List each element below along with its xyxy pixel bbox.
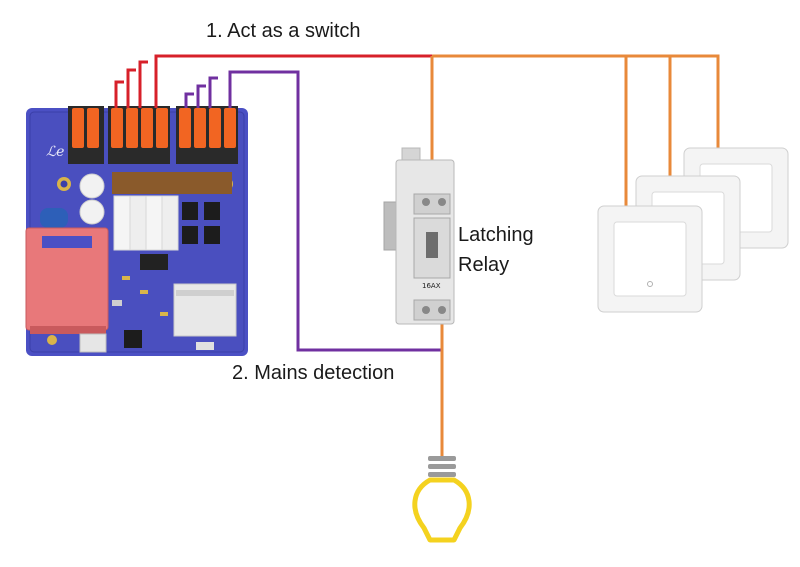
wall-switch-icon (597, 205, 703, 313)
pcb-board-icon: ℒe (25, 106, 248, 356)
load-wires (430, 54, 720, 456)
latching-relay-label: Latching Relay (458, 220, 534, 280)
svg-text:ℒe: ℒe (46, 144, 64, 160)
relay-label-line1: Latching (458, 224, 534, 246)
relay-rating: 16AX (422, 282, 441, 290)
relay-label-line2: Relay (458, 254, 510, 276)
latching-relay-icon: 16AX (383, 147, 455, 325)
act-as-switch-label: 1. Act as a switch (206, 20, 361, 42)
switch-wires (114, 54, 432, 108)
mains-detection-wires (184, 70, 442, 352)
mains-detection-label: 2. Mains detection (232, 362, 395, 384)
light-bulb-icon (412, 456, 472, 543)
